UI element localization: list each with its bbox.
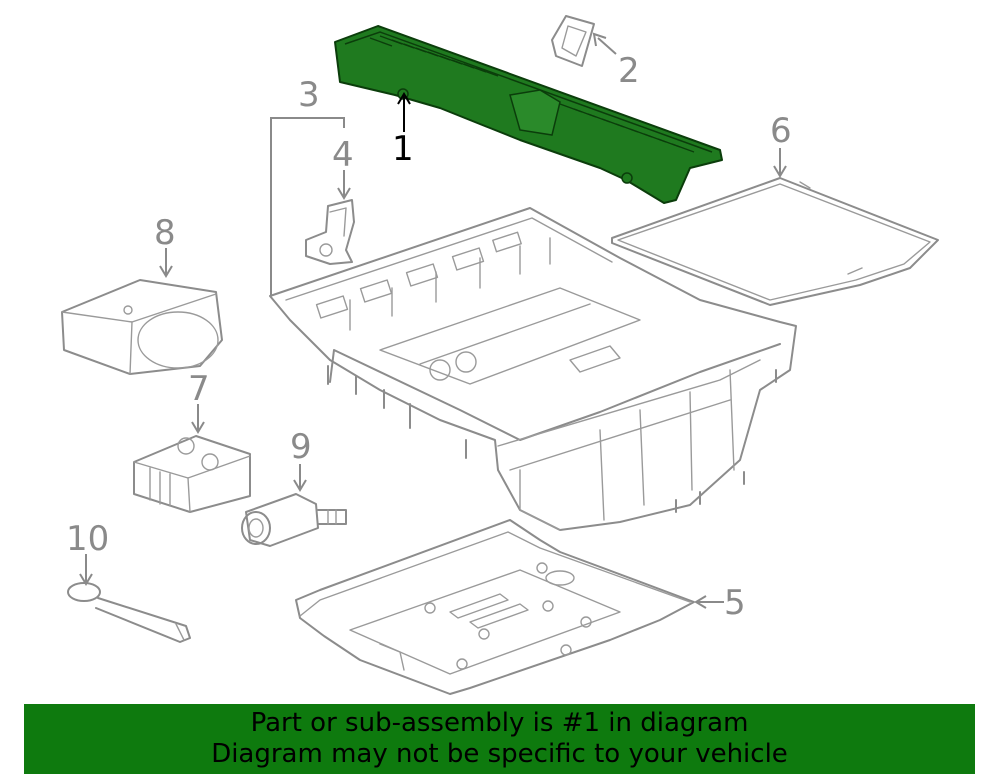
callout-6: 6 xyxy=(770,111,792,151)
callout-9: 9 xyxy=(290,427,312,467)
callout-4: 4 xyxy=(332,135,354,175)
callout-2: 2 xyxy=(618,51,640,91)
part-10-wrench[interactable] xyxy=(67,582,191,643)
part-9-fitting[interactable] xyxy=(241,493,347,547)
part-4-hook[interactable] xyxy=(305,199,355,265)
callout-8: 8 xyxy=(154,213,176,253)
callout-3: 3 xyxy=(298,75,320,115)
callout-1: 1 xyxy=(392,129,414,169)
info-banner: Part or sub-assembly is #1 in diagram Di… xyxy=(24,704,975,774)
leader-lines xyxy=(79,32,787,609)
part-7-compressor[interactable] xyxy=(133,435,251,513)
part-6-cover[interactable] xyxy=(611,177,939,306)
part-8-storage-bag[interactable] xyxy=(61,279,223,375)
part-3-bracket xyxy=(270,117,345,296)
callout-10: 10 xyxy=(66,519,109,559)
banner-line-2: Diagram may not be specific to your vehi… xyxy=(211,739,788,769)
part-2-clip[interactable] xyxy=(551,15,595,67)
parts-diagram: 1 2 3 4 5 6 7 8 9 10 xyxy=(61,15,939,695)
part-1-trim-panel[interactable] xyxy=(334,25,723,204)
callout-7: 7 xyxy=(188,369,210,409)
callout-5: 5 xyxy=(724,583,746,623)
part-5-floor-plate[interactable] xyxy=(295,519,695,695)
part-3-rear-tub[interactable] xyxy=(269,207,797,531)
banner-line-1: Part or sub-assembly is #1 in diagram xyxy=(250,708,749,738)
